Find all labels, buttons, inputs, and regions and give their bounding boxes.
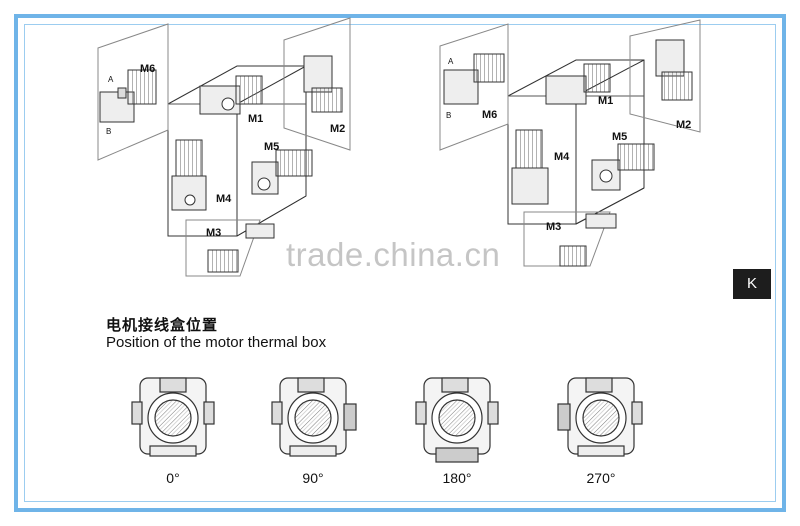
left-motor-m1 (199, 75, 263, 115)
section-tab[interactable]: K (733, 269, 771, 299)
right-motor-m2 (655, 39, 693, 101)
right-motor-m5 (591, 143, 655, 191)
right-label-a: A (448, 57, 454, 66)
inner-frame (24, 24, 776, 502)
left-label-m1: M1 (248, 113, 263, 125)
watermark-text: trade.china.cn (286, 236, 501, 273)
right-motor-m4 (511, 129, 549, 205)
left-motor-m3 (207, 223, 275, 273)
left-label-b: B (106, 127, 111, 136)
left-label-m2: M2 (330, 123, 345, 135)
left-label-a: A (108, 75, 114, 84)
position-label-180: 180° (442, 470, 472, 486)
outer-frame (14, 14, 786, 512)
caption-english: Position of the motor thermal box (106, 334, 327, 351)
position-label-270: 270° (586, 470, 616, 486)
left-motor-m4 (171, 139, 207, 211)
position-figure-0 (131, 377, 215, 457)
left-motor-m6 (99, 69, 157, 123)
right-label-m5: M5 (612, 131, 627, 143)
caption-chinese: 电机接线盒位置 (106, 317, 219, 334)
left-motor-m5 (251, 149, 313, 195)
position-figure-270 (557, 377, 643, 457)
right-motor-m1 (545, 63, 611, 105)
left-label-m3: M3 (206, 227, 221, 239)
left-label-m6: M6 (140, 63, 155, 75)
right-label-m3: M3 (546, 221, 561, 233)
right-label-m4: M4 (554, 151, 570, 163)
position-figure-90 (271, 377, 357, 457)
right-motor-m6 (443, 53, 505, 105)
left-motor-m2 (303, 55, 343, 113)
position-label-0: 0° (166, 470, 180, 486)
right-label-b: B (446, 111, 451, 120)
right-label-m1: M1 (598, 95, 613, 107)
position-figure-180 (415, 377, 499, 463)
position-label-90: 90° (302, 470, 324, 486)
left-label-m4: M4 (216, 193, 232, 205)
right-motor-m3 (559, 213, 617, 267)
right-label-m2: M2 (676, 119, 691, 131)
left-label-m5: M5 (264, 141, 279, 153)
right-label-m6: M6 (482, 109, 497, 121)
